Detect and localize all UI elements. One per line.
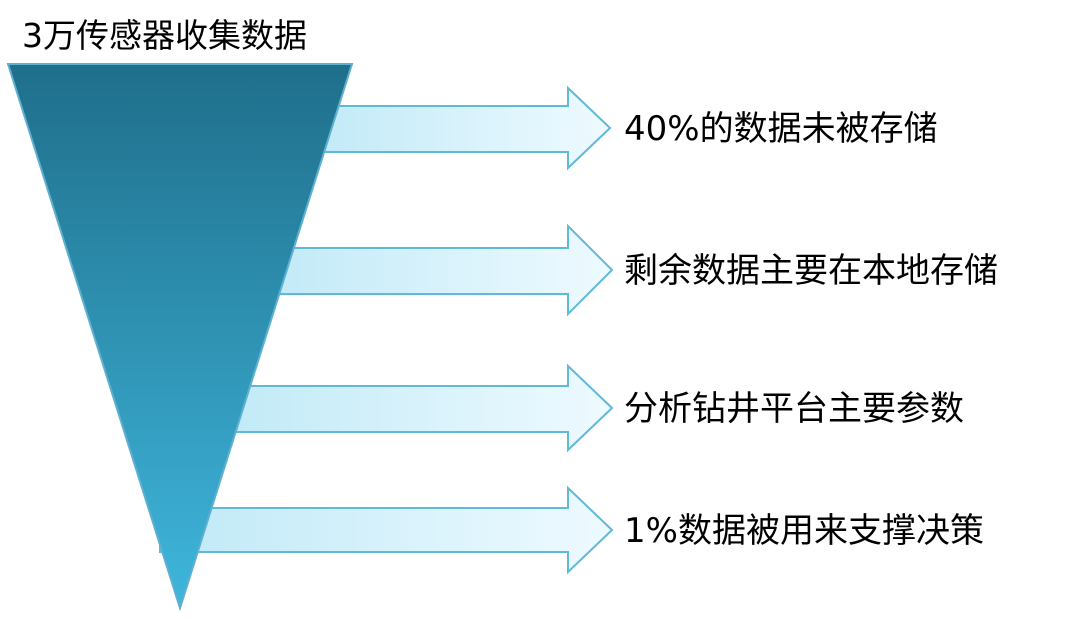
funnel-triangle bbox=[6, 63, 354, 612]
step-label-1: 40%的数据未被存储 bbox=[624, 109, 938, 149]
step-label-2: 剩余数据主要在本地存储 bbox=[624, 251, 998, 291]
step-arrow-1 bbox=[299, 85, 612, 171]
step-arrow-2 bbox=[249, 223, 614, 317]
step-label-3: 分析钻井平台主要参数 bbox=[624, 389, 964, 429]
step-arrow-3 bbox=[204, 363, 614, 453]
step-label-4: 1%数据被用来支撑决策 bbox=[624, 511, 984, 551]
funnel-title: 3万传感器收集数据 bbox=[22, 16, 307, 55]
step-arrow-4 bbox=[159, 485, 614, 575]
